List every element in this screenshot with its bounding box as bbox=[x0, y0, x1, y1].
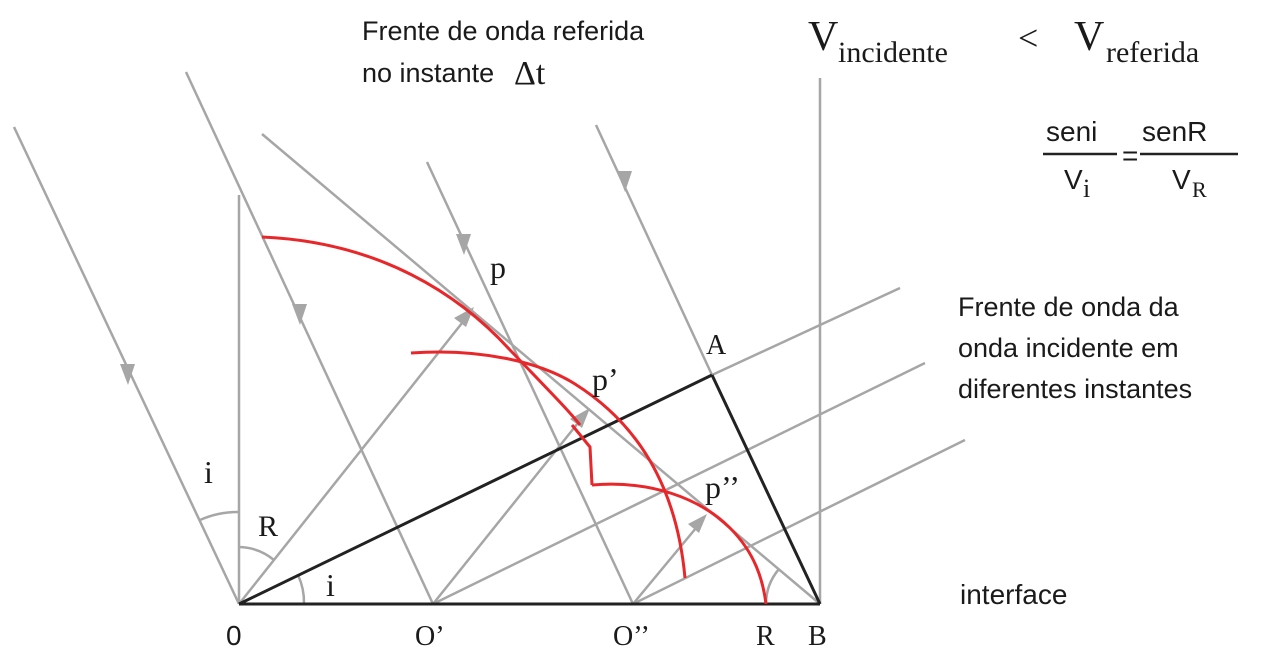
snell-left-denominator-v: V bbox=[1064, 164, 1083, 195]
segment-ab bbox=[710, 374, 822, 605]
refracted-ray-1 bbox=[238, 317, 467, 605]
velocity-v-left: V bbox=[808, 14, 838, 60]
angle-arc-i-wavefront bbox=[296, 574, 306, 605]
label-o-double-prime: O’’ bbox=[613, 621, 650, 652]
snell-right-denominator-sub: R bbox=[1192, 177, 1207, 202]
black-lines bbox=[238, 373, 822, 606]
label-a: A bbox=[706, 330, 727, 361]
normal-lines bbox=[237, 78, 822, 604]
refracted-ray-2 bbox=[432, 417, 583, 605]
ray-arrow-2 bbox=[292, 304, 307, 325]
snell-left-denominator-sub: i bbox=[1083, 174, 1090, 203]
ray-arrow-3 bbox=[456, 234, 471, 255]
caption-incident-wavefront-line1: Frente de onda da bbox=[958, 292, 1180, 322]
label-angle-i-incidence: i bbox=[204, 454, 213, 490]
label-b: B bbox=[808, 621, 827, 652]
incident-wavefront-3 bbox=[632, 438, 966, 606]
snell-equals: = bbox=[1122, 140, 1138, 171]
angle-arc-i-incidence bbox=[199, 510, 240, 522]
velocity-v-right: V bbox=[1074, 14, 1104, 60]
wavelet-arc-o-prime bbox=[410, 350, 687, 579]
ray-arrow-4 bbox=[617, 171, 632, 192]
label-p-double-prime: p’’ bbox=[705, 469, 740, 505]
incident-ray-arrowheads bbox=[120, 171, 632, 385]
label-o-prime: O’ bbox=[415, 621, 445, 652]
refracted-ray-3 bbox=[632, 521, 702, 605]
refracted-rays bbox=[238, 317, 702, 605]
incident-ray-2 bbox=[184, 71, 435, 605]
huygens-wavelets bbox=[261, 235, 768, 605]
snell-formula: seni V i = senR V R bbox=[1043, 116, 1238, 203]
caption-incident-wavefront-line2: onda incidente em bbox=[958, 333, 1179, 363]
velocity-operator: < bbox=[1018, 18, 1038, 58]
caption-delta-t: Δt bbox=[514, 55, 546, 92]
refracted-arrow-1 bbox=[454, 307, 474, 327]
snell-left-numerator: seni bbox=[1046, 116, 1097, 147]
caption-interface: interface bbox=[960, 579, 1067, 610]
label-origin: 0 bbox=[226, 620, 242, 651]
wavelet-arc-o-double-prime bbox=[591, 482, 768, 605]
refracted-wavefront-notch bbox=[570, 424, 594, 486]
caption-refracted-wavefront-line2: no instante bbox=[362, 58, 494, 88]
incident-wavefront-oa bbox=[238, 373, 713, 606]
snell-right-numerator: senR bbox=[1142, 116, 1207, 147]
refracted-arrow-2 bbox=[570, 408, 590, 428]
caption-refracted-wavefront-line1: Frente de onda referida bbox=[362, 16, 645, 46]
incident-ray-4 bbox=[594, 124, 714, 376]
incident-wavefront-1 bbox=[711, 286, 901, 377]
refracted-arrow-3 bbox=[688, 514, 707, 533]
incident-rays bbox=[12, 71, 714, 605]
velocity-sub-left: incidente bbox=[838, 36, 948, 69]
incident-wavefronts bbox=[432, 286, 966, 606]
label-angle-r-refraction: R bbox=[258, 510, 278, 543]
velocity-sub-right: referida bbox=[1106, 36, 1199, 69]
label-p-prime: p’ bbox=[592, 361, 619, 397]
label-angle-i-wavefront: i bbox=[326, 567, 335, 603]
label-r-bottom: R bbox=[756, 621, 775, 652]
angle-arc-r-refraction bbox=[238, 545, 275, 561]
caption-incident-wavefront-line3: diferentes instantes bbox=[958, 374, 1192, 404]
angle-arc-b bbox=[764, 568, 780, 605]
ray-arrow-1 bbox=[120, 364, 135, 385]
snell-right-denominator-v: V bbox=[1172, 164, 1191, 195]
incident-wavefront-2 bbox=[432, 361, 926, 606]
wavelet-arc-origin bbox=[261, 235, 582, 426]
label-p: p bbox=[490, 249, 506, 285]
